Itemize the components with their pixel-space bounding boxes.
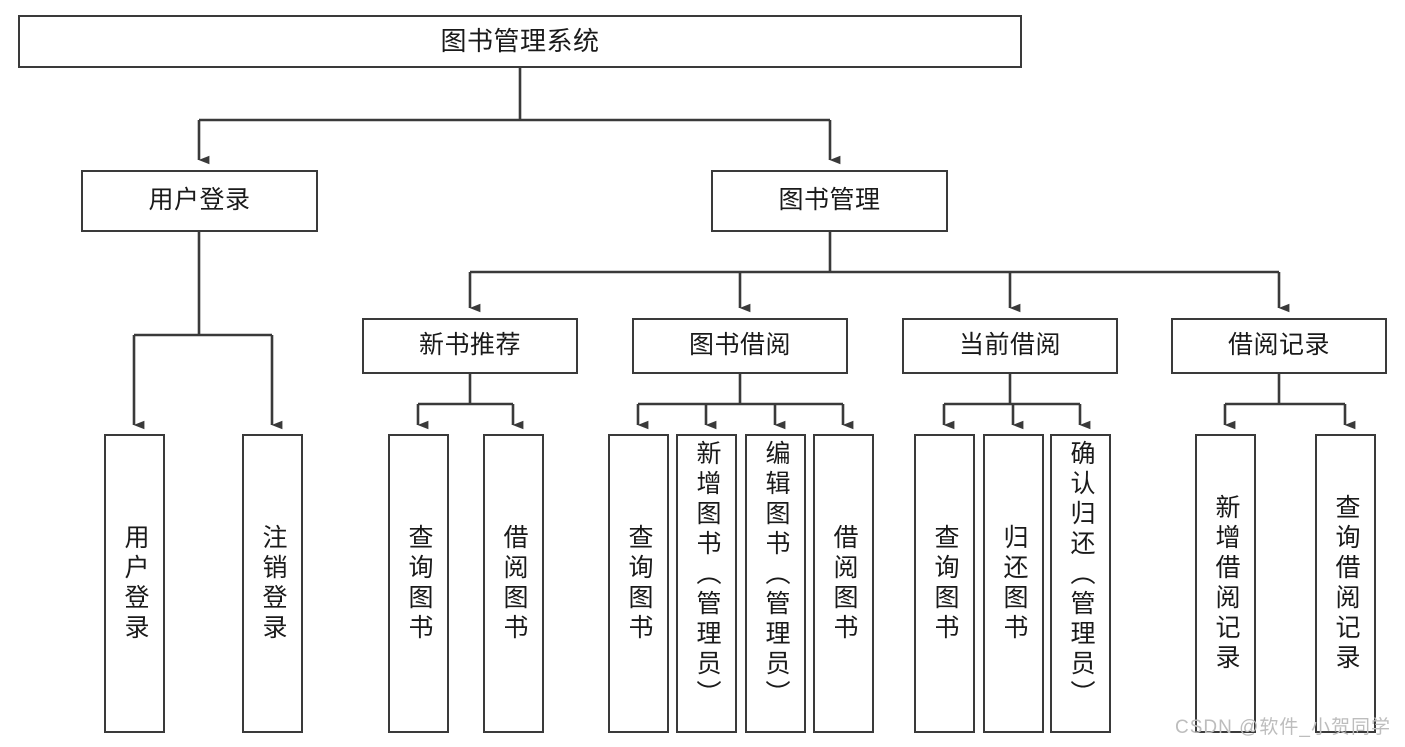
leaf-add-borrow-record[interactable]: 新增借阅记录 <box>1195 434 1256 733</box>
leaf-query-borrow-record[interactable]: 查询借阅记录 <box>1315 434 1376 733</box>
node-book-management[interactable]: 图书管理 <box>711 170 948 232</box>
leaf-confirm-return-admin[interactable]: 确认归还（管理员） <box>1050 434 1111 733</box>
node-label: 确认归还（管理员） <box>1067 440 1095 710</box>
leaf-query-book-borrow[interactable]: 查询图书 <box>608 434 669 733</box>
leaf-query-book-current[interactable]: 查询图书 <box>914 434 975 733</box>
node-borrow-record[interactable]: 借阅记录 <box>1171 318 1387 374</box>
node-label: 编辑图书（管理员） <box>762 440 790 710</box>
node-label: 当前借阅 <box>958 331 1061 360</box>
node-label: 用户登录 <box>148 186 251 215</box>
node-label: 借阅记录 <box>1227 331 1330 360</box>
node-root-book-management-system[interactable]: 图书管理系统 <box>18 15 1022 68</box>
node-label: 归还图书 <box>1000 523 1028 644</box>
node-label: 查询借阅记录 <box>1332 493 1360 674</box>
leaf-return-book[interactable]: 归还图书 <box>983 434 1044 733</box>
leaf-borrow-book-new-recommend[interactable]: 借阅图书 <box>483 434 544 733</box>
node-label: 新增借阅记录 <box>1212 493 1240 674</box>
watermark-text: CSDN @软件_小贺同学 <box>1175 717 1391 738</box>
leaf-query-book-new-recommend[interactable]: 查询图书 <box>388 434 449 733</box>
node-label: 图书管理 <box>778 186 881 215</box>
leaf-logout-login[interactable]: 注销登录 <box>242 434 303 733</box>
node-label: 图书借阅 <box>688 331 791 360</box>
node-current-borrow[interactable]: 当前借阅 <box>902 318 1118 374</box>
node-label: 借阅图书 <box>830 523 858 644</box>
node-label: 查询图书 <box>931 523 959 644</box>
node-new-book-recommend[interactable]: 新书推荐 <box>362 318 578 374</box>
node-label: 新书推荐 <box>418 331 521 360</box>
node-label: 查询图书 <box>625 523 653 644</box>
leaf-add-book-admin[interactable]: 新增图书（管理员） <box>676 434 737 733</box>
node-label: 注销登录 <box>259 523 287 644</box>
node-book-borrow[interactable]: 图书借阅 <box>632 318 848 374</box>
node-label: 图书管理系统 <box>440 26 600 57</box>
leaf-borrow-book-borrow[interactable]: 借阅图书 <box>813 434 874 733</box>
node-label: 新增图书（管理员） <box>693 440 721 710</box>
node-user-login[interactable]: 用户登录 <box>81 170 318 232</box>
node-label: 借阅图书 <box>500 523 528 644</box>
leaf-user-login[interactable]: 用户登录 <box>104 434 165 733</box>
node-label: 查询图书 <box>405 523 433 644</box>
node-label: 用户登录 <box>121 523 149 644</box>
leaf-edit-book-admin[interactable]: 编辑图书（管理员） <box>745 434 806 733</box>
